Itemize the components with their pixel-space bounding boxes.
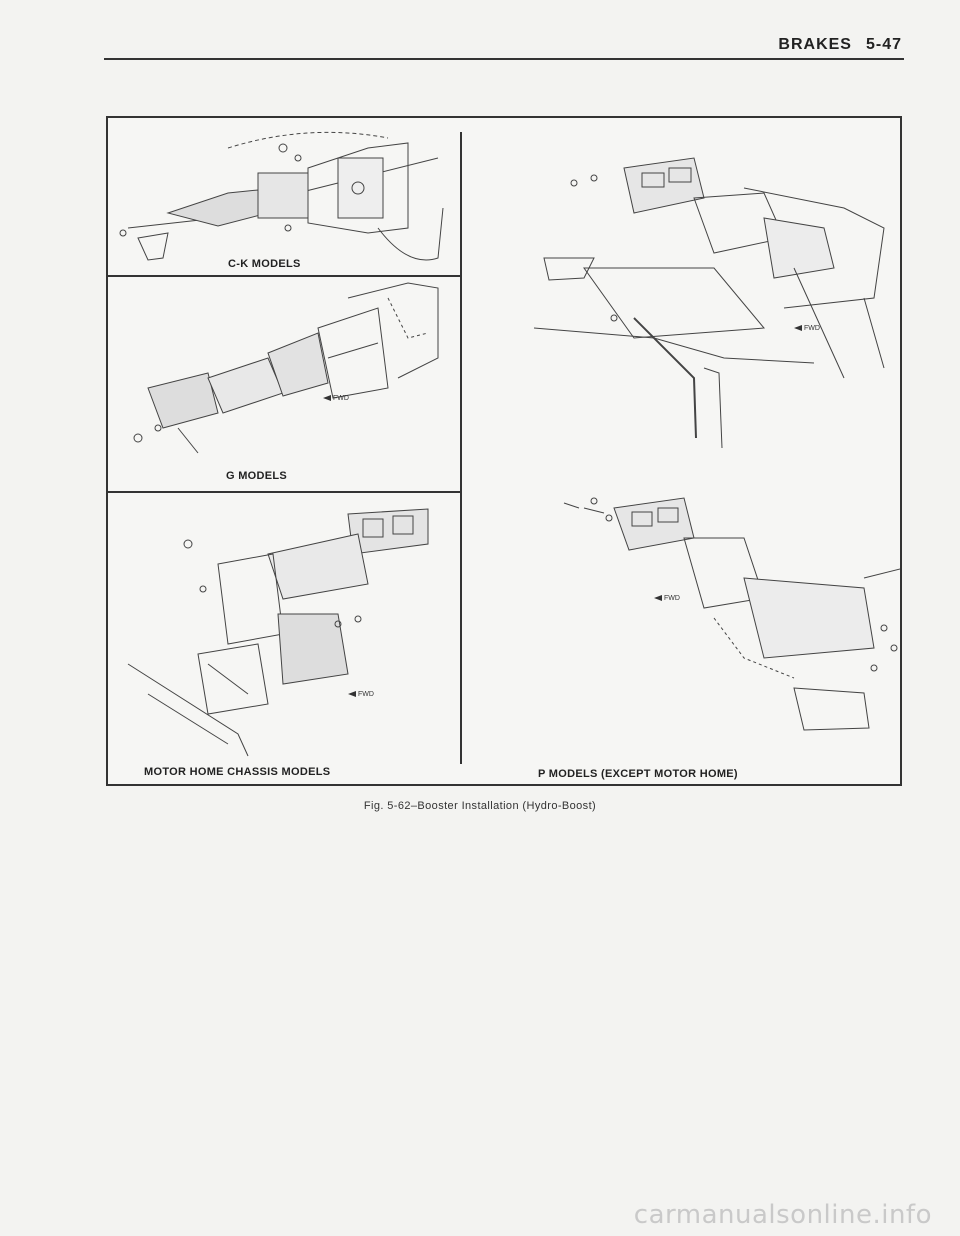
motor-home-drawing: FWD xyxy=(127,508,429,757)
page-header: BRAKES 5-47 xyxy=(764,36,902,54)
ck-models-label: C-K MODELS xyxy=(228,258,301,270)
watermark: carmanualsonline.info xyxy=(633,1200,932,1230)
figure-caption: Fig. 5-62–Booster Installation (Hydro-Bo… xyxy=(363,800,597,812)
header-rule xyxy=(104,58,904,60)
p-models-label: P MODELS (EXCEPT MOTOR HOME) xyxy=(538,768,738,780)
panel-divider-vertical xyxy=(460,132,462,764)
section-title: BRAKES xyxy=(778,36,852,53)
ck-models-drawing xyxy=(119,131,444,261)
motor-home-label: MOTOR HOME CHASSIS MODELS xyxy=(144,766,331,778)
g-models-label: G MODELS xyxy=(226,470,288,482)
page-number: 5-47 xyxy=(865,36,902,53)
p-models-drawing: FWD FWD xyxy=(533,157,900,731)
fwd-label-motor-home: FWD xyxy=(358,691,374,698)
fwd-label-g: FWD xyxy=(333,395,349,402)
panel-divider-2 xyxy=(108,491,460,493)
panel-divider-1 xyxy=(108,275,460,277)
figure-frame: C-K MODELS FWD G MODELS xyxy=(106,116,902,786)
fwd-label-p-lower: FWD xyxy=(664,595,680,602)
fwd-label-p-upper: FWD xyxy=(804,325,820,332)
g-models-drawing: FWD xyxy=(133,282,439,454)
